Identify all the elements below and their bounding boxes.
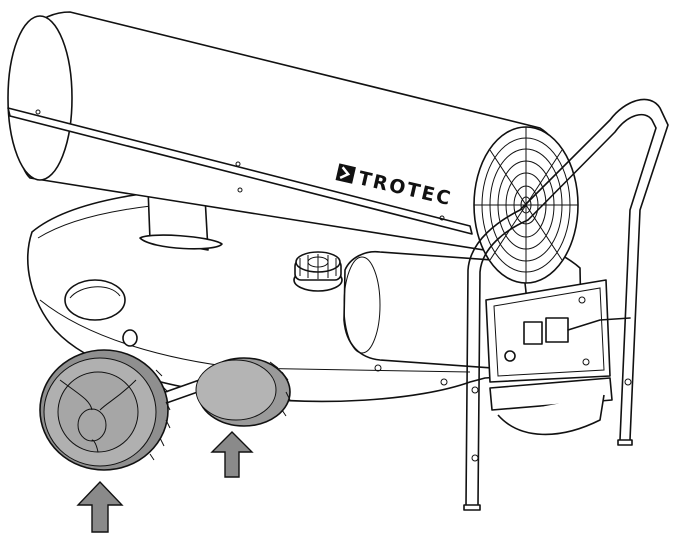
control-panel [485,279,631,436]
indicator-lamp [504,350,516,362]
arrow-rear-wheel [210,431,254,478]
fuel-gauge [64,279,126,321]
arrow-front-wheel [76,480,124,533]
combustion-chamber [7,11,575,263]
up-arrow-icon [210,431,254,478]
tank-cap [293,251,343,292]
rear-wheel [195,357,291,427]
frame-handle [463,98,669,511]
up-arrow-icon [76,480,124,533]
power-socket [545,317,569,343]
front-wheel [39,349,171,471]
power-switch [523,321,543,345]
chevron-right-box-icon [339,166,351,180]
